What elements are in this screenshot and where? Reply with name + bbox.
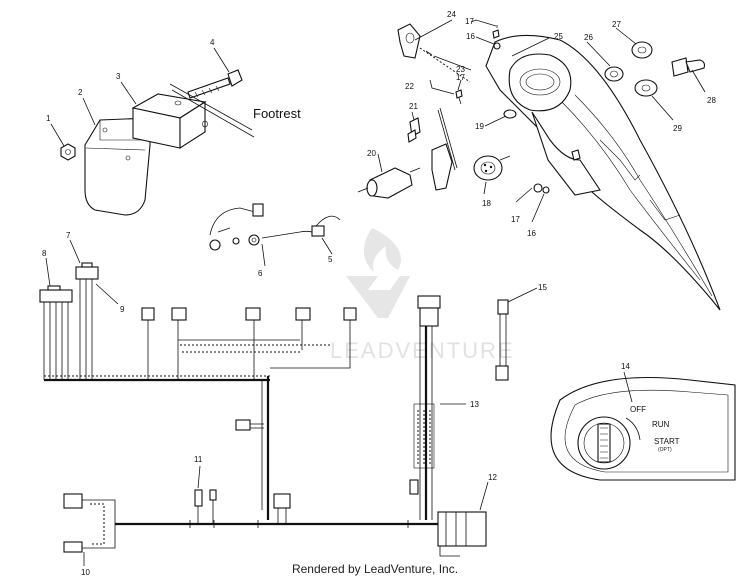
callout-5: 5 [328, 255, 333, 264]
wiring-harness: 7 8 9 11 10 12 13 15 [39, 231, 547, 577]
callout-11: 11 [194, 455, 203, 464]
bracket-part-2 [84, 117, 151, 216]
ignition-switch-panel: 14 OFF RUN START (OPT) [550, 362, 736, 481]
callout-26: 26 [584, 33, 593, 42]
callout-28: 28 [707, 96, 716, 105]
callout-16-top: 16 [466, 32, 475, 41]
watermark-text: LEADVENTURE [330, 338, 515, 363]
callout-14: 14 [621, 362, 630, 371]
callout-6: 6 [258, 269, 263, 278]
block-part-3 [131, 93, 208, 150]
callout-29: 29 [673, 124, 682, 133]
nut-part-1 [60, 143, 76, 161]
callout-20: 20 [367, 149, 376, 158]
callout-17-mid: 17 [456, 73, 465, 82]
callout-19: 19 [475, 122, 484, 131]
callout-4: 4 [210, 38, 215, 47]
footer-credit: Rendered by LeadVenture, Inc. [291, 562, 459, 576]
rear-fender-assembly: 24 17 16 25 23 26 27 17 22 28 21 19 29 2… [357, 10, 721, 311]
leadventure-watermark: LEADVENTURE [330, 228, 515, 363]
callout-17-low: 17 [511, 215, 520, 224]
ignition-start-opt-label: (OPT) [658, 447, 672, 453]
callout-13: 13 [470, 400, 479, 409]
callout-21: 21 [409, 102, 418, 111]
callout-15: 15 [538, 283, 547, 292]
ignition-run-label: RUN [652, 420, 670, 429]
callout-18: 18 [482, 199, 491, 208]
callout-10: 10 [81, 568, 90, 577]
callout-1: 1 [46, 114, 51, 123]
connector-harness-parts: 6 5 [209, 203, 341, 278]
bolt-part-4 [187, 69, 243, 99]
callout-8: 8 [42, 249, 47, 258]
callout-9: 9 [120, 305, 125, 314]
callout-7: 7 [66, 231, 71, 240]
callout-25: 25 [554, 32, 563, 41]
callout-27: 27 [612, 20, 621, 29]
callout-23: 23 [456, 65, 465, 74]
footrest-label: Footrest [253, 106, 301, 121]
callout-17-top: 17 [465, 17, 474, 26]
callout-16-low: 16 [527, 229, 536, 238]
callout-3: 3 [116, 72, 121, 81]
callout-24: 24 [447, 10, 456, 19]
callout-2: 2 [78, 88, 83, 97]
callout-22: 22 [405, 82, 414, 91]
callout-12: 12 [488, 473, 497, 482]
ignition-off-label: OFF [630, 405, 646, 414]
footrest-assembly: Footrest 1 2 3 4 [46, 38, 301, 216]
ignition-start-label: START [654, 437, 680, 446]
